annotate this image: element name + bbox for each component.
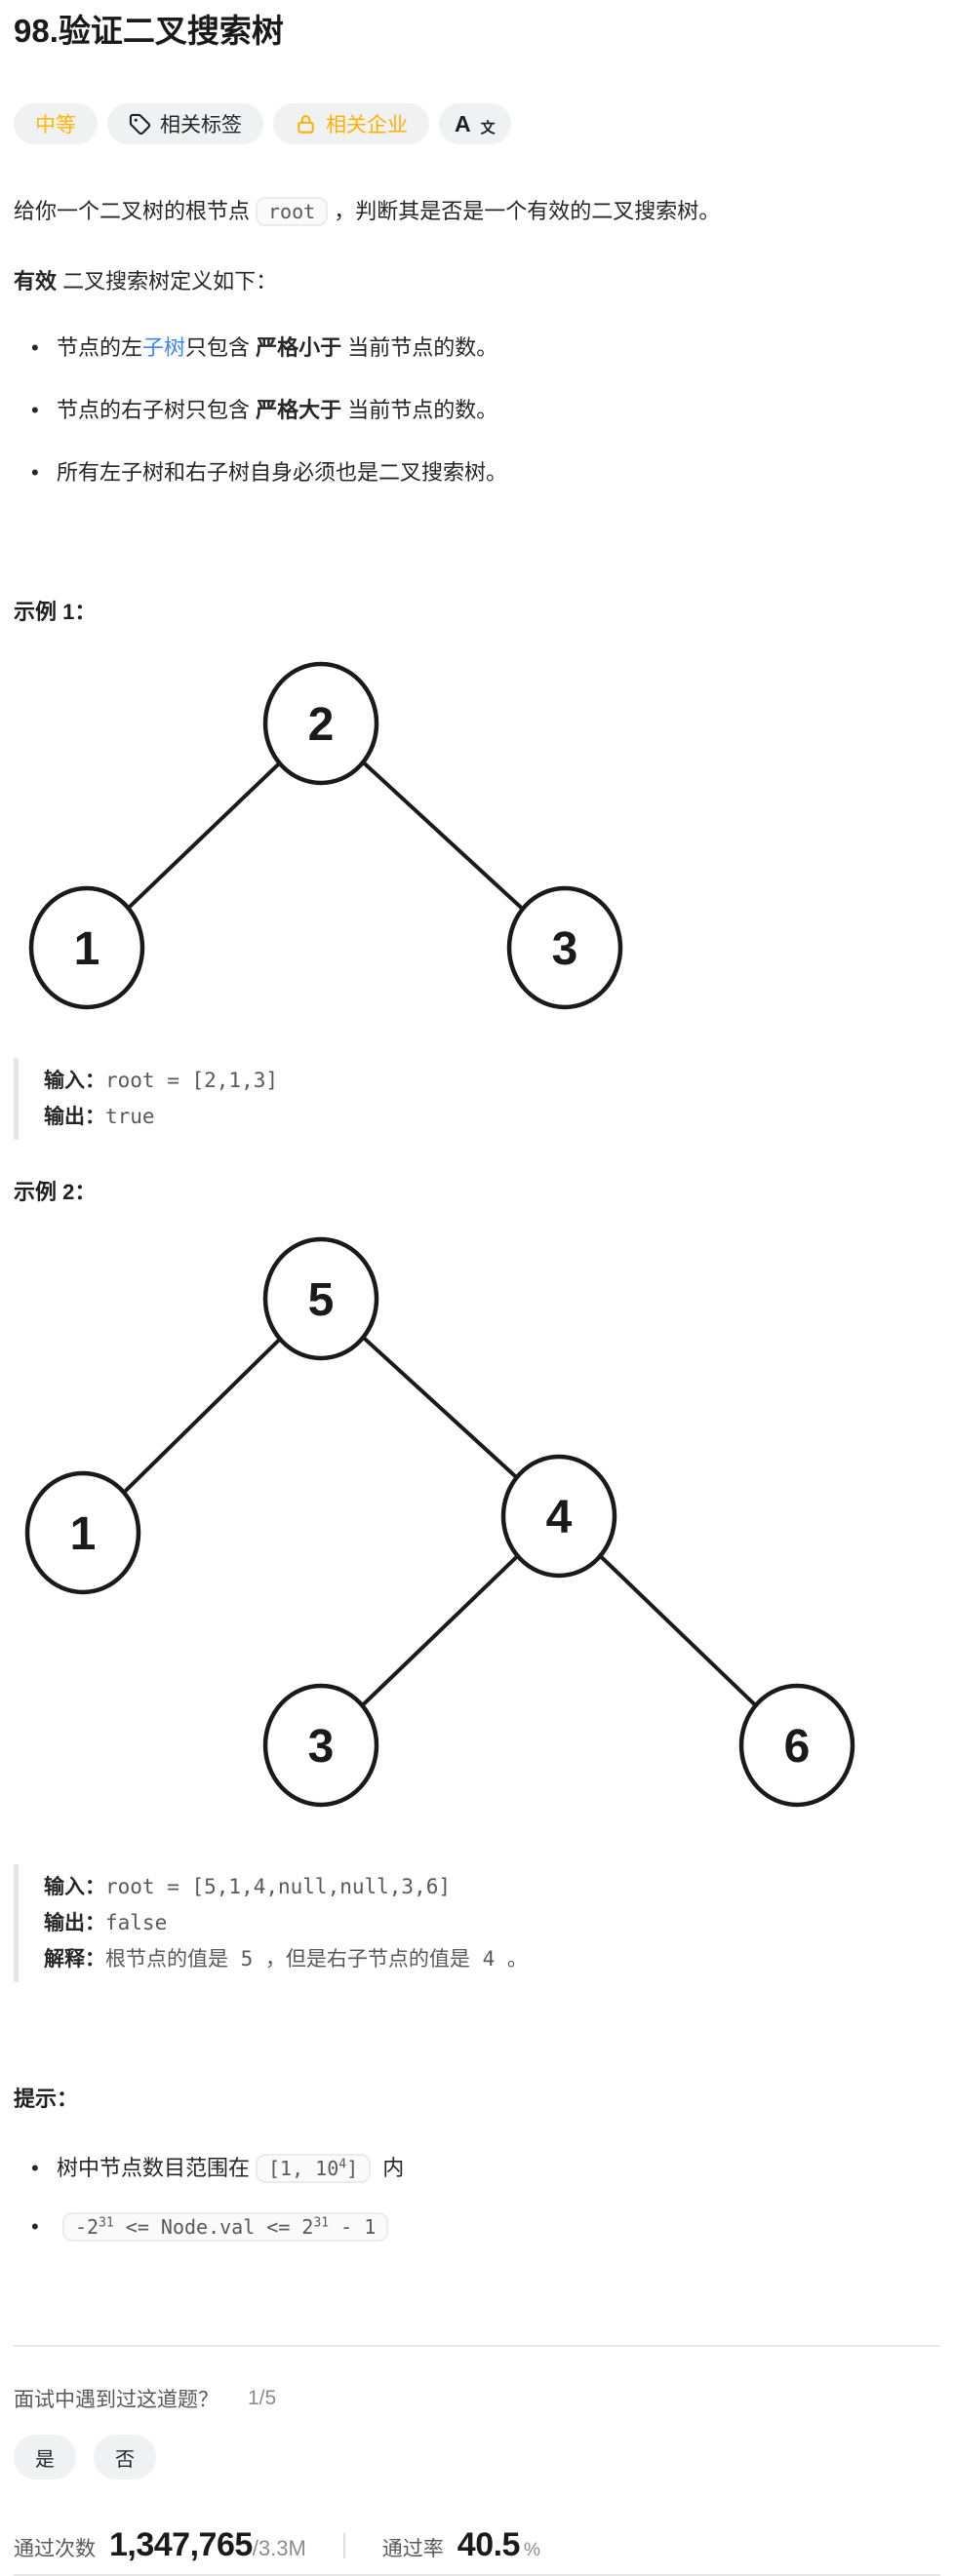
io-line: 解释：根节点的值是 5 ，但是右子节点的值是 4 。 — [44, 1941, 940, 1977]
survey-buttons: 是 否 — [14, 2435, 940, 2479]
stats-row: 通过次数 1,347,765 /3.3M 通过率 40.5 % — [14, 2526, 940, 2564]
example-2-tree-image: 5 1 4 3 6 — [14, 1233, 940, 1815]
subtree-link[interactable]: 子树 — [142, 335, 186, 360]
bullet-dot: • — [31, 335, 39, 360]
bullet-dot: • — [31, 2214, 39, 2239]
accepted-label: 通过次数 — [14, 2538, 96, 2560]
tree-node — [738, 1683, 855, 1808]
bullet-dot: • — [31, 398, 39, 422]
tree-node-value: 2 — [308, 699, 335, 751]
inline-code: -231 <= Node.val <= 231 - 1 — [62, 2212, 389, 2242]
tree-node-value: 1 — [74, 923, 100, 975]
example-2-heading: 示例 2： — [14, 1180, 97, 1204]
section-divider — [14, 2345, 940, 2347]
list-item: • -231 <= Node.val <= 231 - 1 — [14, 2210, 940, 2244]
tree-node — [506, 885, 623, 1010]
io-value: root = [2,1,3] — [105, 1069, 279, 1092]
tag-icon — [129, 113, 151, 136]
example-1-io-block: 输入：root = [2,1,3]输出：true — [14, 1058, 940, 1140]
io-line: 输出：true — [44, 1099, 940, 1135]
bullet-dot: • — [31, 460, 39, 485]
page-title: 98.验证二叉搜索树 — [14, 13, 284, 49]
io-line: 输入：root = [5,1,4,null,null,3,6] — [44, 1869, 940, 1905]
inline-code: root — [256, 197, 329, 226]
submission-total: /3.3M — [252, 2536, 306, 2560]
example-1-tree-image: 2 1 3 — [14, 640, 940, 1034]
translate-icon: A — [455, 110, 471, 137]
definition-list: • 节点的左子树只包含 严格小于 当前节点的数。 • 节点的右子树只包含 严格大于 … — [14, 332, 940, 489]
survey-question: 面试中遇到过这道题？ — [14, 2389, 219, 2411]
translate-icon-zh: 文 — [480, 120, 496, 137]
survey-progress: 1/5 — [248, 2387, 277, 2409]
hint-text: 树中节点数目范围在[1, 104] 内 — [57, 2152, 404, 2185]
tree-node-value: 5 — [308, 1274, 335, 1326]
tree-node-value: 3 — [308, 1721, 335, 1773]
tree-node — [24, 1470, 141, 1595]
acceptance-rate-label: 通过率 — [381, 2538, 444, 2560]
badge-row: 中等 相关标签 相关企业 A 文 — [14, 103, 940, 144]
hints-heading: 提示： — [14, 2087, 79, 2111]
survey-row: 面试中遇到过这道题？ 1/5 — [14, 2384, 940, 2413]
related-tags-button[interactable]: 相关标签 — [107, 103, 263, 144]
definition-intro: 有效 二叉搜索树定义如下： — [14, 269, 278, 293]
related-companies-label: 相关企业 — [326, 114, 408, 137]
accepted-count: 1,347,765 — [109, 2526, 253, 2563]
tree-node — [262, 661, 379, 786]
tree-node — [262, 1683, 379, 1808]
difficulty-badge[interactable]: 中等 — [14, 103, 98, 144]
no-button[interactable]: 否 — [94, 2435, 156, 2479]
tree-node-value: 4 — [546, 1492, 573, 1543]
io-value: 根节点的值是 5 ，但是右子节点的值是 4 。 — [105, 1947, 528, 1971]
binary-tree-svg: 5 1 4 3 6 — [24, 1236, 855, 1808]
acceptance-rate-unit: % — [523, 2540, 540, 2560]
list-item: • 树中节点数目范围在[1, 104] 内 — [14, 2152, 940, 2185]
tree-node — [500, 1454, 617, 1579]
lock-icon — [295, 113, 317, 136]
io-label: 输入： — [44, 1876, 105, 1898]
io-line: 输出：false — [44, 1905, 940, 1941]
difficulty-label: 中等 — [35, 114, 76, 137]
tree-node-value: 3 — [552, 923, 578, 975]
io-label: 输出： — [44, 1106, 105, 1128]
hints-list: • 树中节点数目范围在[1, 104] 内 • -231 <= Node.val <… — [14, 2152, 940, 2244]
tree-node — [28, 885, 145, 1010]
tree-node-value: 1 — [70, 1508, 97, 1560]
io-label: 输出： — [44, 1912, 105, 1934]
bullet-text: 节点的左子树只包含 严格小于 当前节点的数。 — [57, 335, 498, 360]
list-item: • 所有左子树和右子树自身必须也是二叉搜索树。 — [14, 456, 940, 489]
list-item: • 节点的右子树只包含 严格大于 当前节点的数。 — [14, 394, 940, 427]
io-line: 输入：root = [2,1,3] — [44, 1063, 940, 1099]
list-item: • 节点的左子树只包含 严格小于 当前节点的数。 — [14, 332, 940, 365]
io-value: root = [5,1,4,null,null,3,6] — [105, 1875, 452, 1898]
inline-code: [1, 104] — [256, 2154, 372, 2183]
io-label: 输入： — [44, 1070, 105, 1092]
bullet-text: 节点的右子树只包含 严格大于 当前节点的数。 — [57, 398, 498, 422]
binary-tree-svg: 2 1 3 — [28, 661, 623, 1010]
related-tags-label: 相关标签 — [160, 114, 242, 137]
related-companies-button[interactable]: 相关企业 — [273, 103, 429, 144]
hint-text: -231 <= Node.val <= 231 - 1 — [57, 2210, 394, 2244]
translate-button[interactable]: A 文 — [439, 103, 511, 144]
bullet-dot: • — [31, 2156, 39, 2180]
stats-divider — [342, 2532, 345, 2558]
io-value: true — [105, 1105, 155, 1128]
tree-node — [262, 1236, 379, 1361]
io-label: 解释： — [44, 1948, 105, 1971]
tree-node-value: 6 — [784, 1721, 811, 1773]
example-1-heading: 示例 1： — [14, 600, 97, 624]
io-value: false — [105, 1911, 168, 1934]
bullet-text: 所有左子树和右子树自身必须也是二叉搜索树。 — [57, 460, 508, 485]
yes-button[interactable]: 是 — [14, 2435, 76, 2479]
acceptance-rate-value: 40.5 — [457, 2526, 521, 2563]
